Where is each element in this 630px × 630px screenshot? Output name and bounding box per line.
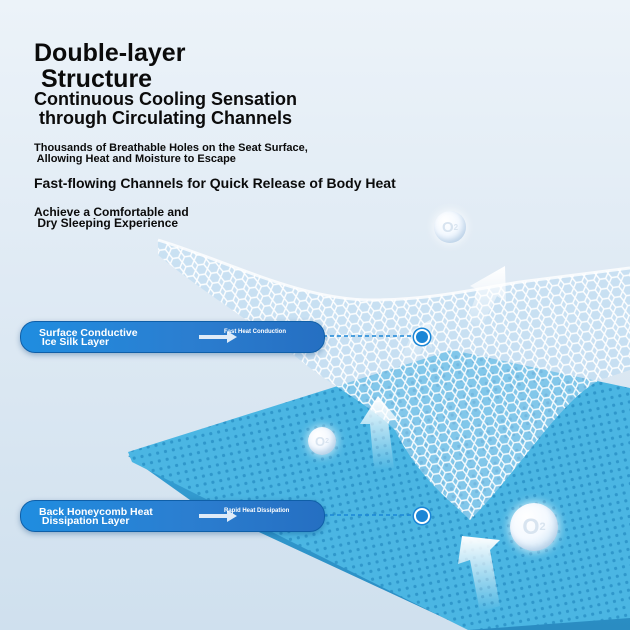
layer-pill-surface: Surface Conductive Ice Silk Layer Fast H… xyxy=(20,321,325,353)
layer-note: Rapid Heat Dissipation xyxy=(224,508,290,514)
connector-dot-icon xyxy=(414,508,430,524)
layer-pill-back: Back Honeycomb Heat Dissipation Layer Ra… xyxy=(20,500,325,532)
connector-dot-icon xyxy=(414,329,430,345)
feature-holes: Thousands of Breathable Holes on the Sea… xyxy=(34,142,308,165)
feature-channels: Fast-flowing Channels for Quick Release … xyxy=(34,175,396,191)
airflow-arrow-icon xyxy=(360,396,398,470)
feature-comfort: Achieve a Comfortable and Dry Sleeping E… xyxy=(34,205,189,230)
airflow-arrows xyxy=(360,266,506,612)
arrow-right-icon xyxy=(199,331,237,343)
layer-note: Fast Heat Conduction xyxy=(224,329,287,335)
airflow-arrow-icon xyxy=(468,266,506,330)
ice-silk-layer xyxy=(158,240,630,520)
airflow-arrow-icon xyxy=(458,536,500,612)
layer-label: Back Honeycomb Heat Dissipation Layer xyxy=(39,506,153,527)
page-title: Double-layer Structure xyxy=(34,39,186,93)
layer-label: Surface Conductive Ice Silk Layer xyxy=(39,327,138,348)
page-subtitle: Continuous Cooling Sensation through Cir… xyxy=(34,89,297,128)
arrow-right-icon xyxy=(199,510,237,522)
